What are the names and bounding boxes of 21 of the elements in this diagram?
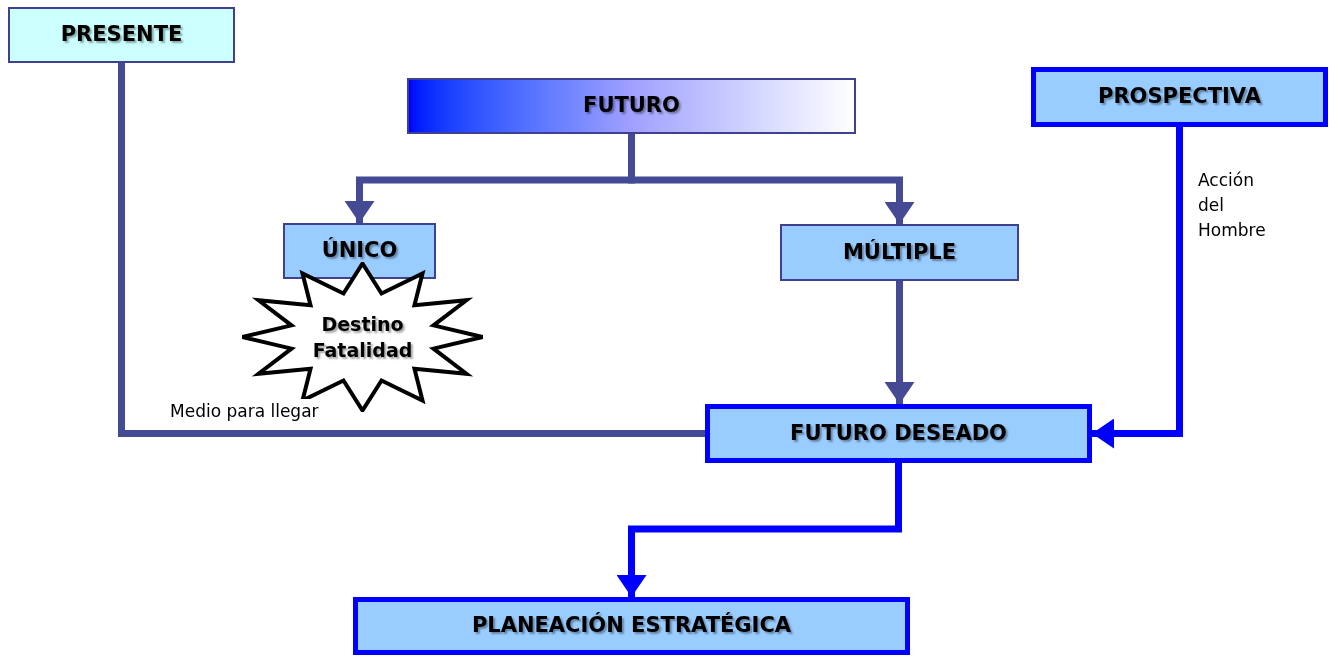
gradient-bar [407, 78, 856, 134]
node-label: Destino Fatalidad [311, 312, 414, 363]
process-box [283, 223, 436, 279]
arrow [616, 463, 902, 597]
process-box [780, 224, 1019, 281]
process-box [8, 7, 235, 63]
node-label: MÚLTIPLE [842, 238, 957, 266]
node-label: PRESENTE [60, 21, 183, 49]
node-label: FUTURO [583, 92, 680, 120]
node-label: PLANEACIÓN ESTRATÉGICA [471, 611, 792, 640]
connector-line [118, 63, 705, 437]
node-label: FUTURO DESEADO [790, 419, 1007, 447]
edge-label: Medio para llegar [170, 399, 319, 424]
arrow [1092, 127, 1183, 449]
process-box [353, 597, 910, 655]
process-box [705, 404, 1092, 463]
node-label: ÚNICO [321, 236, 398, 265]
node-label: PROSPECTIVA [1098, 83, 1261, 111]
arrow [628, 134, 915, 224]
arrow [884, 281, 915, 404]
process-box [1031, 67, 1328, 127]
